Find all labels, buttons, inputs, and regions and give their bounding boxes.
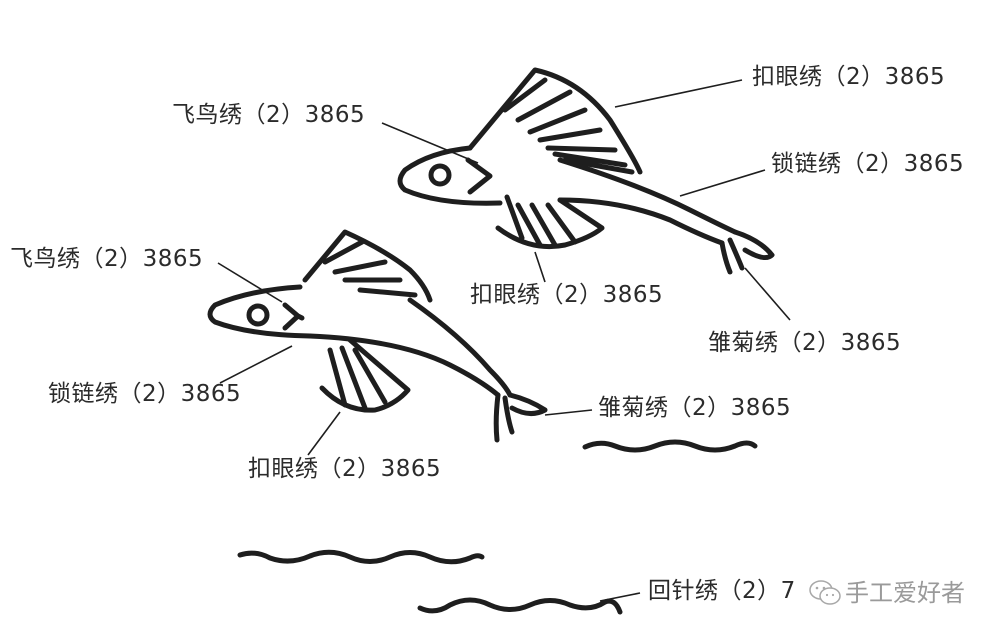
label-fish2-body-stitch: 锁链绣（2）3865 xyxy=(48,381,242,407)
label-fish1-eye-stitch: 飞鸟绣（2）3865 xyxy=(172,102,366,128)
label-fish2-pectoral-fin-stitch: 扣眼绣（2）3865 xyxy=(248,456,442,482)
label-fish1-body-stitch: 锁链绣（2）3865 xyxy=(771,151,965,177)
label-waves-stitch: 回针绣（2）7 xyxy=(648,578,796,604)
leader-lines xyxy=(217,79,791,602)
fish-upper xyxy=(397,67,775,275)
label-fish1-pectoral-fin-stitch: 扣眼绣（2）3865 xyxy=(470,282,664,308)
label-fish2-eye-stitch: 飞鸟绣（2）3865 xyxy=(10,246,204,272)
watermark-text: 手工爱好者 xyxy=(845,579,965,607)
fish-lower xyxy=(207,229,548,443)
wave-upper-right xyxy=(582,439,758,453)
wechat-icon xyxy=(809,580,841,605)
wave-lower-left xyxy=(237,549,485,565)
wave-bottom xyxy=(417,597,623,615)
label-fish1-tail-stitch: 雏菊绣（2）3865 xyxy=(708,330,902,356)
label-fish2-tail-stitch: 雏菊绣（2）3865 xyxy=(598,395,792,421)
label-fish1-dorsal-fin-stitch: 扣眼绣（2）3865 xyxy=(752,64,946,90)
